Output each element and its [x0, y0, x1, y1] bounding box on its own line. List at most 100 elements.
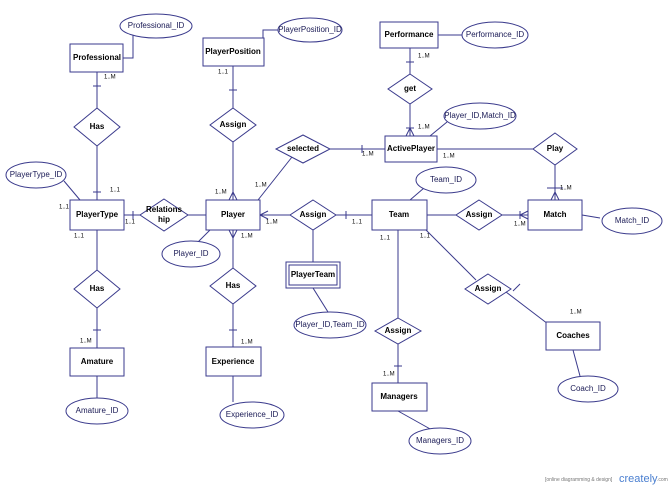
entity-coaches: Coaches	[556, 331, 590, 340]
card-get-active: 1..M	[418, 125, 430, 131]
entity-active-player-box[interactable]	[384, 135, 438, 163]
crow-foot	[228, 229, 238, 240]
line-active-attr	[429, 121, 448, 137]
card-team-br: 1..1	[420, 234, 431, 240]
line-team-attr	[409, 187, 425, 201]
card-has-playertype: 1..1	[110, 188, 121, 194]
card-amature-top: 1..M	[80, 339, 92, 345]
attr-team-id-ellipse[interactable]	[415, 166, 477, 194]
attr-player-team-id-ellipse[interactable]	[293, 311, 367, 339]
card-experience-top: 1..M	[241, 340, 253, 346]
watermark-brand: creately	[619, 473, 658, 485]
card-player-top-m: 1..M	[215, 190, 227, 196]
rel-get-diamond[interactable]	[387, 73, 433, 105]
attr-performance-id-ellipse[interactable]	[461, 21, 529, 49]
attr-player-match-id: Player_ID,Match_ID	[444, 111, 516, 120]
rel-play-diamond[interactable]	[532, 132, 578, 166]
entity-player-team: PlayerTeam	[291, 270, 335, 279]
entity-managers: Managers	[380, 392, 418, 401]
rel-assign-match: Assign	[466, 210, 493, 219]
card-player-bottom: 1..M	[241, 234, 253, 240]
rel-has-amature: Has	[90, 284, 105, 293]
entity-player: Player	[221, 210, 245, 219]
rel-assign-match-diamond[interactable]	[455, 199, 503, 231]
card-player-right: 1..M	[266, 220, 278, 226]
rel-selected: selected	[287, 144, 319, 153]
entity-coaches-box[interactable]	[545, 321, 601, 351]
attr-coach-id-ellipse[interactable]	[557, 375, 619, 403]
attributes: Professional_ID PlayerPosition_ID Perfor…	[5, 13, 663, 455]
card-performance-get: 1..M	[418, 54, 430, 60]
rel-relationship-line2: hip	[158, 215, 170, 224]
entity-team-box[interactable]	[371, 199, 428, 231]
rel-selected-diamond[interactable]	[274, 134, 332, 164]
attr-team-id: Team_ID	[430, 175, 462, 184]
rel-assign-position: Assign	[220, 120, 247, 129]
card-playertype-left: 1..1	[74, 234, 85, 240]
entity-managers-box[interactable]	[371, 382, 428, 412]
connectors	[63, 25, 601, 431]
card-coaches-top: 1..M	[570, 310, 582, 316]
attr-professional-id: Professional_ID	[128, 21, 185, 30]
line-player-selected	[257, 156, 293, 201]
line-match-attr	[581, 214, 601, 219]
crow-foot	[228, 190, 238, 201]
entity-active-player: ActivePlayer	[387, 144, 435, 153]
rel-assign-position-diamond[interactable]	[209, 107, 257, 143]
rel-relationship-diamond[interactable]	[139, 198, 189, 232]
attr-player-type-id-ellipse[interactable]	[5, 161, 67, 189]
tick-mark	[512, 283, 521, 292]
rel-has-amature-diamond[interactable]	[73, 269, 121, 309]
rel-assign-managers-diamond[interactable]	[373, 317, 423, 345]
line-playerteam-attr	[312, 287, 329, 313]
attr-match-id-ellipse[interactable]	[601, 207, 663, 235]
relationships: Has Assign get selected Play Relations h…	[73, 73, 578, 345]
watermark-suffix: .com	[657, 477, 668, 483]
rel-assign-managers: Assign	[385, 326, 412, 335]
entities: Professional PlayerPosition Performance …	[69, 21, 601, 412]
card-player-top-m2: 1..M	[255, 183, 267, 189]
entity-experience-box[interactable]	[205, 346, 262, 377]
entity-team: Team	[389, 210, 409, 219]
attr-amature-id-ellipse[interactable]	[65, 397, 129, 425]
entity-player-position-box[interactable]	[202, 37, 265, 67]
attr-player-match-id-ellipse[interactable]	[443, 102, 517, 130]
rel-assign-team-diamond[interactable]	[289, 199, 337, 231]
crow-foot	[405, 126, 415, 137]
attr-player-id-ellipse[interactable]	[161, 240, 221, 268]
card-playertype-bottom: 1..1	[59, 205, 70, 211]
attr-experience-id-ellipse[interactable]	[219, 401, 285, 429]
entity-professional-box[interactable]	[69, 43, 124, 73]
line-position-attr	[262, 29, 278, 50]
entity-amature-box[interactable]	[69, 347, 125, 377]
rel-assign-coaches: Assign	[475, 284, 502, 293]
attr-professional-id-ellipse[interactable]	[119, 13, 193, 39]
card-active-play: 1..M	[443, 154, 455, 160]
rel-assign-coaches-diamond[interactable]	[464, 273, 512, 305]
card-team-left: 1..1	[352, 220, 363, 226]
entity-match: Match	[543, 210, 566, 219]
entity-professional: Professional	[73, 53, 121, 62]
entity-match-box[interactable]	[527, 199, 583, 231]
entity-player-team-inner	[288, 264, 338, 286]
cardinality-ticks	[93, 61, 563, 367]
watermark-caption: [online diagramming & design]	[545, 477, 613, 483]
card-professional-has: 1..M	[104, 75, 116, 81]
rel-has-experience-diamond[interactable]	[209, 267, 257, 305]
card-position-player-top: 1..1	[218, 70, 229, 76]
rel-has-professional-diamond[interactable]	[73, 107, 121, 147]
rel-play: Play	[547, 144, 564, 153]
attr-player-position-id-ellipse[interactable]	[277, 17, 343, 43]
attr-managers-id-ellipse[interactable]	[408, 427, 472, 455]
attr-performance-id: Performance_ID	[466, 30, 524, 39]
entity-amature: Amature	[81, 357, 114, 366]
card-play-match: 1..M	[560, 186, 572, 192]
entity-performance-box[interactable]	[379, 21, 439, 49]
entity-player-type-box[interactable]	[69, 199, 125, 231]
entity-player-box[interactable]	[205, 199, 261, 231]
attr-managers-id: Managers_ID	[416, 436, 464, 445]
attr-player-id: Player_ID	[173, 249, 208, 258]
card-managers-top: 1..M	[383, 372, 395, 378]
crow-foot	[518, 210, 529, 220]
attr-amature-id: Amature_ID	[76, 406, 119, 415]
